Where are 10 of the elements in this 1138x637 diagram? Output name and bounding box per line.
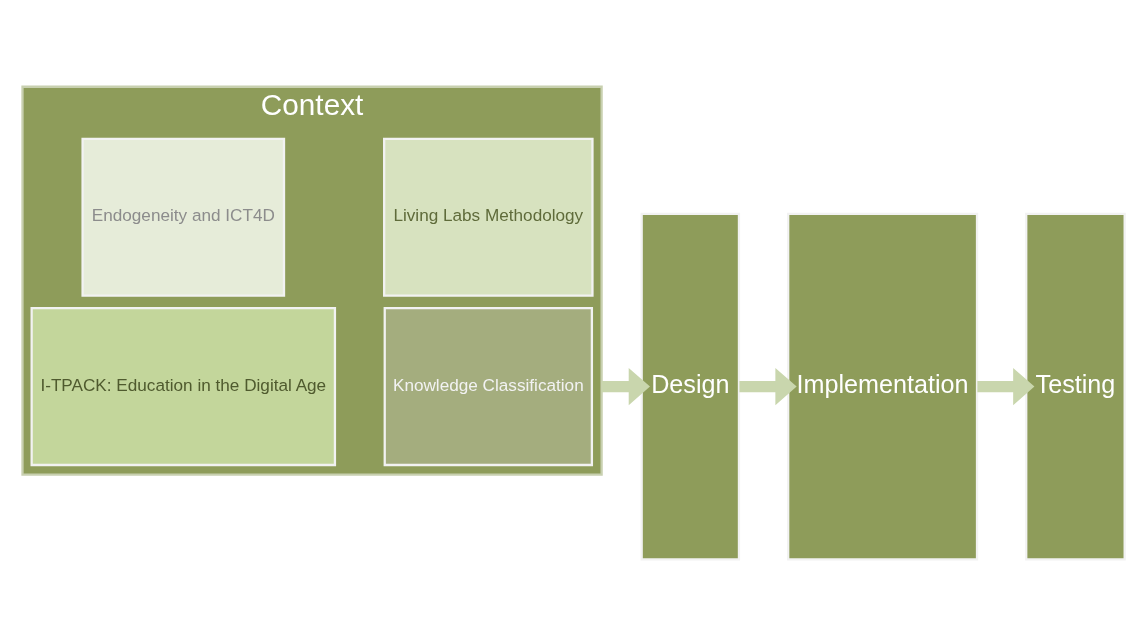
arrow <box>977 367 1035 406</box>
node-box: Testing <box>1025 212 1126 561</box>
arrow <box>739 367 797 406</box>
node-box: Design <box>640 212 741 561</box>
node-box: Implementation <box>787 212 979 561</box>
node-box: I-TPACK: Education in the Digital Age <box>30 307 337 467</box>
node-box: Endogeneity and ICT4D <box>81 137 286 297</box>
arrow <box>601 367 650 406</box>
node-box: Knowledge Classification <box>383 307 594 467</box>
node-box: Living Labs Methodology <box>383 137 594 297</box>
